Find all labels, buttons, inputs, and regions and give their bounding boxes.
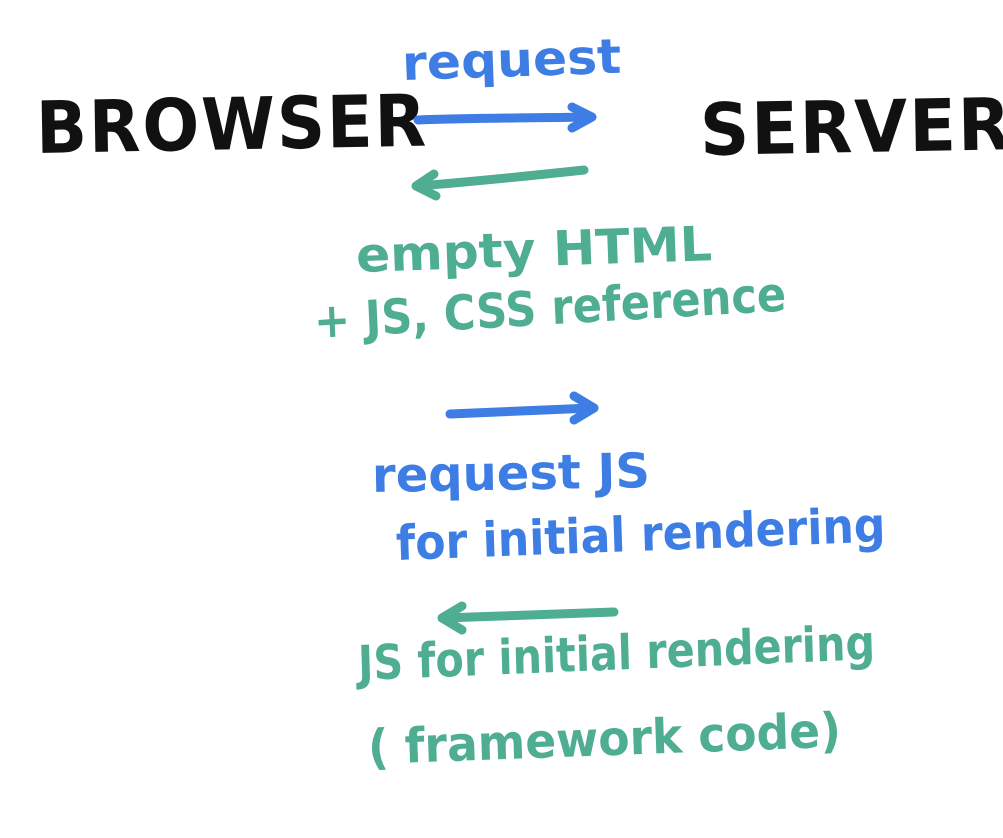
request-js-arrow (445, 391, 599, 425)
empty-html-label: empty HTML (354, 216, 713, 284)
server-label: SERVER (699, 82, 1003, 172)
framework-code-label: ( framework code) (367, 702, 842, 776)
request-js-label: request JS (371, 443, 651, 504)
empty-html-arrow (411, 165, 589, 201)
request-arrow (413, 102, 597, 133)
request-label: request (400, 28, 623, 92)
for-initial-rendering-label: for initial rendering (395, 497, 887, 572)
browser-label: BROWSER (35, 78, 429, 170)
js-response-arrow (437, 601, 619, 635)
